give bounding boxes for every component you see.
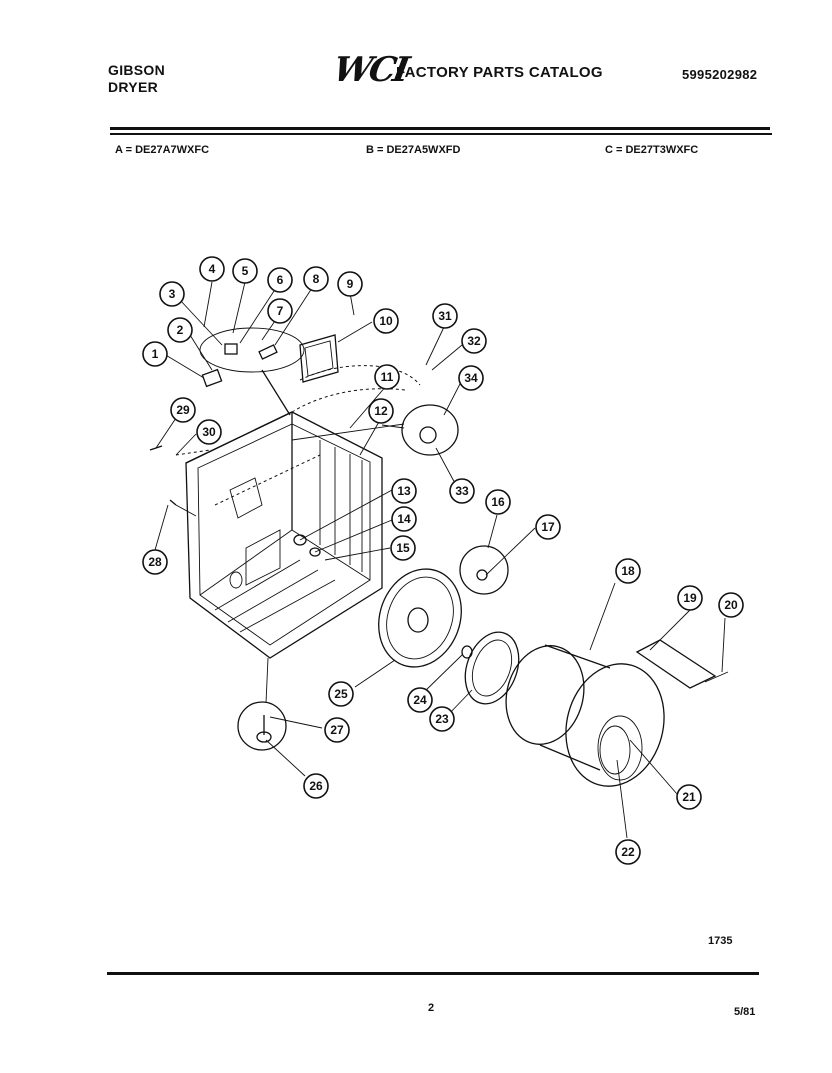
- svg-text:27: 27: [330, 723, 344, 737]
- figure-number: 1735: [708, 935, 733, 947]
- svg-text:6: 6: [277, 273, 284, 287]
- svg-text:16: 16: [491, 495, 505, 509]
- callout-7: 7: [267, 298, 293, 324]
- svg-text:15: 15: [396, 541, 410, 555]
- svg-text:7: 7: [277, 304, 284, 318]
- svg-text:30: 30: [202, 425, 216, 439]
- drum: [505, 644, 665, 787]
- catalog-title: FACTORY PARTS CATALOG: [396, 64, 603, 81]
- callout-32: 32: [461, 328, 487, 354]
- svg-text:8: 8: [313, 272, 320, 286]
- svg-text:18: 18: [621, 564, 635, 578]
- callout-6: 6: [267, 267, 293, 293]
- page-number: 2: [428, 1002, 435, 1014]
- bracket-part: [201, 368, 223, 388]
- model-a: A = DE27A7WXFC: [115, 144, 210, 156]
- footer-rule: [107, 972, 759, 975]
- svg-text:12: 12: [374, 404, 388, 418]
- svg-text:2: 2: [177, 323, 184, 337]
- svg-text:17: 17: [541, 520, 555, 534]
- callout-22: 22: [615, 839, 641, 865]
- svg-text:13: 13: [397, 484, 411, 498]
- callout-12: 12: [368, 398, 394, 424]
- lint-screen: [299, 334, 339, 383]
- svg-text:31: 31: [438, 309, 452, 323]
- svg-text:20: 20: [724, 598, 738, 612]
- svg-text:33: 33: [455, 484, 469, 498]
- callout-34: 34: [458, 365, 484, 391]
- callout-4: 4: [199, 256, 225, 282]
- svg-text:25: 25: [334, 687, 348, 701]
- callout-21: 21: [676, 784, 702, 810]
- callout-30: 30: [196, 419, 222, 445]
- leader-lines: [154, 281, 726, 839]
- svg-text:26: 26: [309, 779, 323, 793]
- callout-3: 3: [159, 281, 185, 307]
- callout-5: 5: [232, 258, 258, 284]
- svg-text:28: 28: [148, 555, 162, 569]
- callout-10: 10: [373, 308, 399, 334]
- callout-33: 33: [449, 478, 475, 504]
- svg-text:3: 3: [169, 287, 176, 301]
- callout-13: 13: [391, 478, 417, 504]
- svg-text:22: 22: [621, 845, 635, 859]
- drum-seal: [464, 631, 520, 705]
- callout-19: 19: [677, 585, 703, 611]
- model-b: B = DE27A5WXFD: [366, 144, 461, 156]
- callout-14: 14: [391, 506, 417, 532]
- drum-baffle: [635, 639, 717, 689]
- fan-assembly-outline: [401, 404, 459, 456]
- svg-text:29: 29: [176, 403, 190, 417]
- svg-text:32: 32: [467, 334, 481, 348]
- svg-text:19: 19: [683, 591, 697, 605]
- callout-16: 16: [485, 489, 511, 515]
- brand-block: GIBSON DRYER: [108, 62, 165, 96]
- callout-29: 29: [170, 397, 196, 423]
- rear-panel: [378, 568, 462, 668]
- callout-23: 23: [429, 706, 455, 732]
- callout-18: 18: [615, 558, 641, 584]
- callout-8: 8: [303, 266, 329, 292]
- header-rule-bottom: [110, 133, 772, 135]
- callout-26: 26: [303, 773, 329, 799]
- svg-text:10: 10: [379, 314, 393, 328]
- idler-detail-circle: [459, 545, 509, 595]
- callout-24: 24: [407, 687, 433, 713]
- callout-27: 27: [324, 717, 350, 743]
- callout-25: 25: [328, 681, 354, 707]
- catalog-number: 5995202982: [682, 67, 758, 82]
- svg-text:14: 14: [397, 512, 411, 526]
- cabinet: [185, 411, 383, 659]
- callout-11: 11: [374, 364, 400, 390]
- svg-text:5: 5: [242, 264, 249, 278]
- svg-text:24: 24: [413, 693, 427, 707]
- product-type: DRYER: [108, 79, 158, 95]
- callout-20: 20: [718, 592, 744, 618]
- header-rule-top: [110, 127, 770, 130]
- callout-31: 31: [432, 303, 458, 329]
- callout-28: 28: [142, 549, 168, 575]
- callout-17: 17: [535, 514, 561, 540]
- revision-date: 5/81: [734, 1006, 756, 1018]
- callout-15: 15: [390, 535, 416, 561]
- brand-name: GIBSON: [108, 62, 166, 78]
- leveling-leg-detail: [237, 701, 287, 751]
- top-parts-group-outline: [199, 327, 305, 373]
- svg-text:11: 11: [381, 370, 394, 384]
- svg-text:23: 23: [435, 712, 449, 726]
- svg-text:9: 9: [347, 277, 354, 291]
- svg-text:4: 4: [209, 262, 216, 276]
- svg-text:1: 1: [152, 347, 159, 361]
- callout-9: 9: [337, 271, 363, 297]
- model-c: C = DE27T3WXFC: [605, 144, 699, 156]
- svg-text:34: 34: [464, 371, 478, 385]
- callout-1: 1: [142, 341, 168, 367]
- svg-text:21: 21: [682, 790, 696, 804]
- callout-2: 2: [167, 317, 193, 343]
